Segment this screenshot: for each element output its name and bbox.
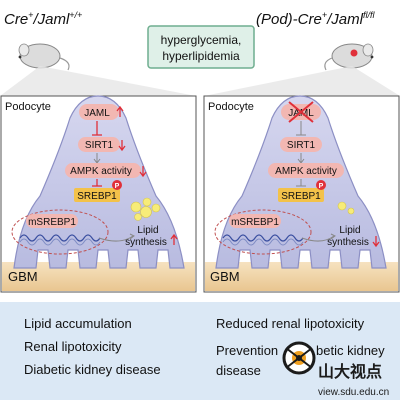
outcome-left-1: Lipid accumulation: [24, 316, 132, 331]
zoom-wedge-left: [0, 66, 196, 96]
srebp1-label-right: SREBP1: [281, 191, 321, 202]
up-arrow-icon: [116, 105, 124, 117]
watermark: 山大视点 view.sdu.edu.cn: [282, 341, 389, 398]
ampk-pill-left: [65, 163, 141, 178]
condition-box: hyperglycemia, hyperlipidemia: [147, 25, 255, 69]
outcome-right-2a: Prevention: [216, 343, 278, 358]
sirt1-pill-left: [78, 137, 120, 152]
sirt1-label-left: SIRT1: [85, 140, 114, 151]
nucleus-outline-right: [214, 209, 312, 255]
condition-line-2: hyperlipidemia: [162, 49, 240, 63]
srebp1-box-right: [278, 188, 324, 202]
jaml-label-left: JAML: [84, 108, 110, 119]
up-arrow-icon: [170, 233, 178, 245]
ampk-pill-right: [268, 163, 344, 178]
panel-left: GBM Podocyte JAML SIRT1 AMPK activity SR…: [0, 95, 197, 293]
arrow-head-icon: [330, 233, 336, 240]
mouse-icon-left: [18, 43, 70, 71]
down-arrow-icon: [118, 140, 126, 152]
nucleus-outline-left: [11, 209, 109, 255]
synthesis-label-left: synthesis: [125, 237, 167, 248]
watermark-brand: 山大视点: [318, 362, 382, 381]
gbm-label-left: GBM: [8, 269, 38, 284]
down-arrow-icon: [372, 236, 380, 248]
srebp1-box-left: [74, 188, 120, 202]
phospho-icon: [316, 180, 326, 190]
outcome-right-3: disease: [216, 363, 261, 378]
msrebp1-label-left: mSREBP1: [28, 217, 76, 228]
kidney-marker-icon: [350, 49, 358, 57]
phospho-icon: [112, 180, 122, 190]
podocyte-label-right: Podocyte: [208, 101, 254, 113]
down-arrow-icon: [139, 166, 147, 178]
lipid-droplets-left: [130, 197, 161, 221]
condition-line-1: hyperglycemia,: [161, 33, 242, 47]
msrebp1-pill-right: [229, 214, 281, 228]
podocyte-label-left: Podocyte: [5, 101, 51, 113]
outcome-right-1: Reduced renal lipotoxicity: [216, 316, 365, 331]
left-genotype-title: Cre+/Jaml+/+: [4, 10, 82, 28]
zoom-wedge-right: [204, 66, 400, 96]
outcomes-band: [0, 302, 400, 400]
jaml-pill-left: [79, 104, 119, 120]
ampk-label-left: AMPK activity: [70, 166, 132, 177]
deletion-cross-icon: [288, 101, 314, 123]
mouse-icon-right: [324, 43, 374, 71]
msrebp1-pill-left: [26, 214, 78, 228]
jaml-label-right: JAML: [288, 108, 314, 119]
panel-right: GBM Podocyte JAML SIRT1 AMPK activity SR…: [203, 95, 400, 293]
right-genotype-title: (Pod)-Cre+/Jamlfl/fl: [256, 10, 375, 28]
lipid-label-left: Lipid: [137, 225, 158, 236]
sirt1-label-right: SIRT1: [287, 140, 316, 151]
lipid-droplets-right: [337, 201, 355, 215]
phospho-label-right: P: [319, 183, 324, 190]
srebp1-label-left: SREBP1: [77, 191, 117, 202]
ampk-label-right: AMPK activity: [275, 166, 337, 177]
lipid-label-right: Lipid: [339, 225, 360, 236]
dna-icon: [19, 234, 101, 242]
gbm-label-right: GBM: [210, 269, 240, 284]
dna-icon: [222, 234, 304, 242]
sirt1-pill-right: [280, 137, 322, 152]
msrebp1-label-right: mSREBP1: [231, 217, 279, 228]
watermark-url: view.sdu.edu.cn: [318, 387, 389, 398]
outcome-left-2: Renal lipotoxicity: [24, 339, 122, 354]
outcome-right-2b: betic kidney: [316, 343, 385, 358]
synthesis-label-right: synthesis: [327, 237, 369, 248]
arrow-head-icon: [129, 233, 135, 240]
phospho-label-left: P: [115, 183, 120, 190]
outcome-left-3: Diabetic kidney disease: [24, 362, 161, 377]
watermark-logo-icon: [282, 341, 316, 375]
